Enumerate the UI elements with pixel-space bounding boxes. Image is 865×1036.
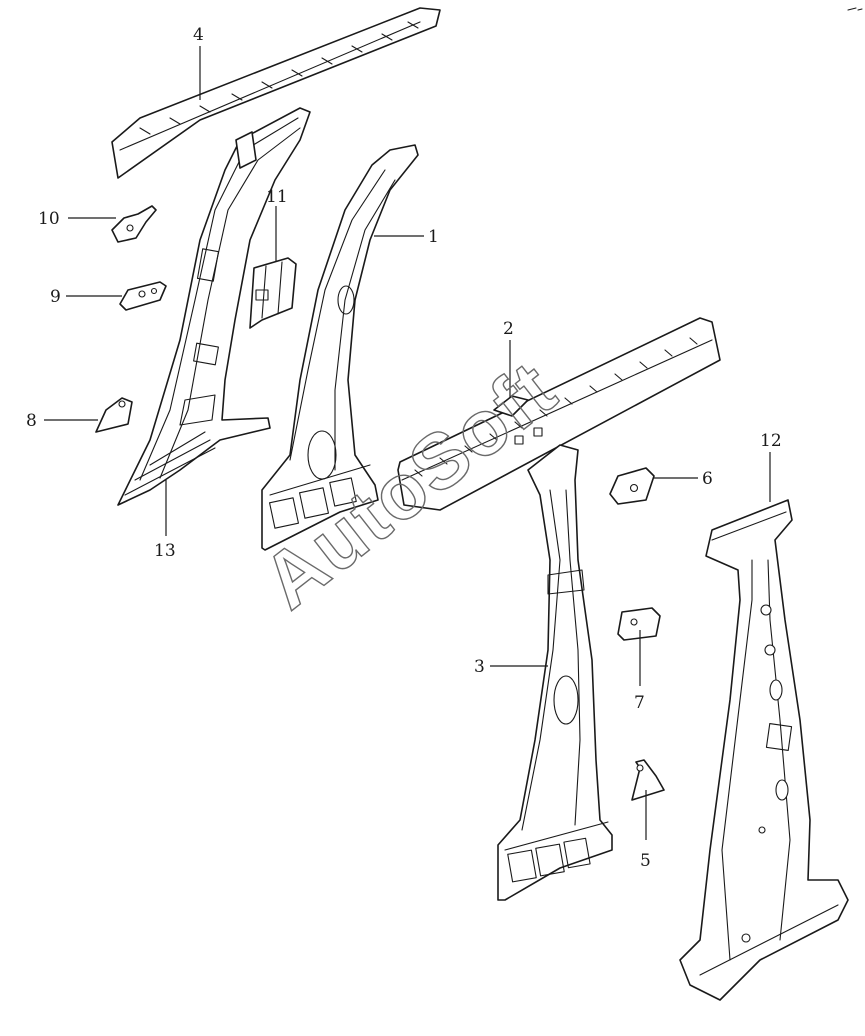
part-12-center-pillar-inner [679,499,849,1001]
part-11-reinforcement [249,257,297,329]
callout-8: 8 [26,411,37,431]
part-3-center-pillar [497,444,613,901]
leader-lines [44,46,771,840]
part-6-bracket [609,467,655,505]
callout-10: 10 [38,209,60,229]
part-2-roof-cross-member [397,317,721,511]
part-13-inner-pillar [117,107,311,506]
callout-7: 7 [634,693,645,713]
part-9-bracket [119,281,167,311]
callout-13: 13 [154,541,176,561]
callout-11: 11 [266,187,288,207]
callout-labels: 4 1 2 3 5 6 7 8 9 10 11 12 13 [26,25,782,871]
callout-3: 3 [474,657,485,677]
part-7-bracket [617,607,661,641]
callout-1: 1 [428,227,439,247]
part-5-gusset [631,759,665,801]
part-4-roof-rail [111,7,441,179]
part-1-outer-pillar [261,144,419,551]
corner-mark [847,7,863,11]
callout-4: 4 [193,25,204,45]
callout-12: 12 [760,431,782,451]
part-8-gusset [95,397,133,433]
callout-9: 9 [50,287,61,307]
callout-5: 5 [640,851,651,871]
callout-2: 2 [503,319,514,339]
part-10-bracket [111,205,157,243]
callout-6: 6 [702,469,713,489]
